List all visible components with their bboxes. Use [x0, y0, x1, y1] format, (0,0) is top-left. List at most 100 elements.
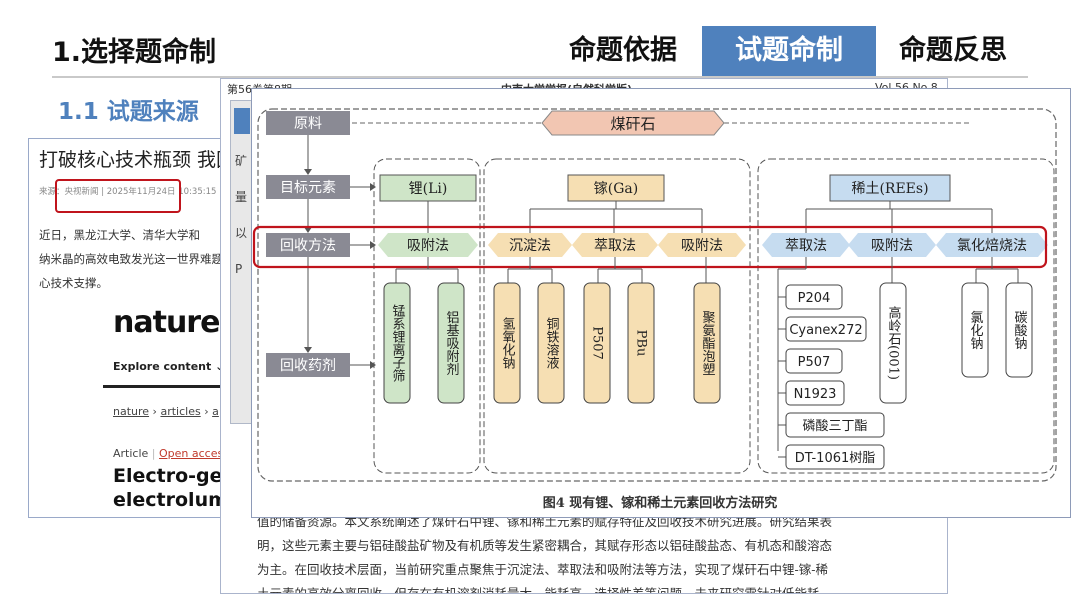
li-group-frame [373, 158, 481, 474]
reagent-text: P507 [798, 355, 831, 370]
reagent-p507-ree: P507 [778, 348, 843, 374]
news-body-line: 心技术支撑。 [39, 276, 108, 290]
reagent-text: PBu [634, 330, 649, 357]
method-row-highlight [252, 225, 1048, 269]
method-ga-extraction: 萃取法 [572, 233, 658, 257]
reagent-pbu: PBu [627, 282, 655, 404]
article-label: Article [113, 447, 149, 460]
method-text: 吸附法 [871, 238, 913, 254]
method-text: 萃取法 [785, 238, 827, 254]
reagent-text: 氯化钠 [968, 311, 984, 351]
breadcrumb-sep: › [152, 405, 157, 418]
reagent-p507-ga: P507 [583, 282, 611, 404]
method-text: 沉淀法 [509, 238, 551, 254]
ga-group-frame [483, 158, 751, 474]
journal-text-line: 土元素的高效分离回收，但存在有机溶剂消耗量大、能耗高、选择性差等问题。未来研究需… [257, 586, 833, 594]
reagent-text: 碳酸钠 [1012, 311, 1028, 351]
breadcrumb-articles[interactable]: articles [160, 405, 201, 418]
article-title-line: Electro-gen [113, 465, 237, 487]
method-ree-adsorption: 吸附法 [848, 233, 936, 257]
reagent-cyanex: Cyanex272 [778, 316, 867, 342]
reagent-text: 磷酸三丁酯 [802, 419, 867, 434]
tab-item-design[interactable]: 试题命制 [702, 26, 876, 76]
reagent-na2co3: 碳酸钠 [1005, 282, 1033, 378]
method-text: 吸附法 [407, 238, 449, 254]
side-mark: 量 [235, 190, 248, 204]
method-text: 吸附法 [681, 238, 723, 254]
method-text: 萃取法 [594, 238, 636, 254]
element-ree: 稀土(REEs) [829, 174, 951, 202]
open-access-link[interactable]: Open access [159, 447, 229, 460]
row-label-reagent: 回收药剂 [266, 353, 350, 377]
method-text: 氯化焙烧法 [957, 238, 1027, 254]
news-screenshot: 打破核心技术瓶颈 我国 来源：央视新闻 | 2025年11月24日 10:35:… [28, 138, 258, 518]
source-highlight-box [55, 179, 181, 213]
reagent-text: 高岭石(001) [886, 305, 902, 380]
method-ga-precipitation: 沉淀法 [488, 233, 572, 257]
row-label-text: 回收方法 [280, 238, 336, 254]
tab-reflection[interactable]: 命题反思 [899, 35, 1007, 66]
news-body: 近日，黑龙江大学、清华大学和 纳米晶的高效电致发光这一世界难题 心技术支撑。 [39, 223, 257, 295]
article-title-line: electrolumi [113, 489, 235, 511]
reagent-text: DT-1061树脂 [795, 451, 876, 466]
reagent-pu-foam: 聚氨酯泡塑 [693, 282, 721, 404]
journal-text-line: 明，这些元素主要与铝硅酸盐矿物及有机质等发生紧密耦合，其赋存形态以铝硅酸盐态、有… [257, 538, 833, 553]
reagent-cufe: 铜铁溶液 [537, 282, 565, 404]
breadcrumb-nature[interactable]: nature [113, 405, 150, 418]
reagent-text: 铜铁溶液 [544, 317, 560, 369]
article-type-line: Article | Open access [113, 447, 229, 460]
row-label-text: 目标元素 [280, 180, 336, 196]
method-ree-chlorination: 氯化焙烧法 [936, 233, 1048, 257]
breadcrumb: nature › articles › a [113, 405, 219, 418]
element-text: 镓(Ga) [594, 181, 638, 197]
element-li: 锂(Li) [379, 174, 477, 202]
breadcrumb-current[interactable]: a [212, 405, 219, 418]
element-ga: 镓(Ga) [567, 174, 665, 202]
journal-text-line: 为主。在回收技术层面，当前研究重点聚焦于沉淀法、萃取法和吸附法等方法，实现了煤矸… [257, 562, 828, 577]
outer-frame [257, 108, 1057, 482]
row-label-raw: 原料 [266, 111, 350, 135]
reagent-text: 氢氧化钠 [500, 317, 516, 370]
recovery-method-diagram: 原料 目标元素 回收方法 回收药剂 煤矸石 锂(Li) 镓(Ga) 稀土(REE… [252, 108, 1057, 511]
figure-caption: 图4 现有锂、镓和稀土元素回收方法研究 [543, 495, 778, 511]
reagent-tbp: 磷酸三丁酯 [778, 412, 885, 438]
raw-material-text: 煤矸石 [610, 115, 655, 133]
section-subtitle: 1.1 试题来源 [58, 99, 199, 125]
news-headline: 打破核心技术瓶颈 我国 [39, 149, 236, 171]
reagent-al-adsorbent: 铝基吸附剂 [437, 282, 465, 404]
breadcrumb-sep: › [204, 405, 209, 418]
reagent-li-sieve: 锰系锂离子筛 [383, 282, 411, 404]
side-mark: 矿 [235, 154, 248, 168]
row-label-element: 目标元素 [266, 175, 350, 199]
reagent-text: P507 [590, 326, 605, 360]
tab-basis[interactable]: 命题依据 [569, 35, 677, 66]
raw-material-box: 煤矸石 [541, 110, 725, 136]
reagent-naoh: 氢氧化钠 [493, 282, 521, 404]
reagent-text: N1923 [794, 387, 837, 402]
ree-group-frame [757, 158, 1055, 474]
news-meta: 来源：央视新闻 | 2025年11月24日 10:35:15 [39, 187, 217, 197]
news-body-line: 近日，黑龙江大学、清华大学和 [39, 228, 200, 242]
reagent-text: 铝基吸附剂 [444, 311, 460, 376]
figure-4: 原料 目标元素 回收方法 回收药剂 煤矸石 锂(Li) 镓(Ga) 稀土(REE… [251, 88, 1071, 518]
nature-logo: nature [113, 305, 220, 340]
reagent-dt1061: DT-1061树脂 [778, 444, 885, 470]
reagent-text: P204 [798, 291, 831, 306]
row-label-text: 回收药剂 [280, 358, 336, 374]
explore-content-menu[interactable]: Explore content ⌄ [113, 360, 225, 373]
reagent-text: 锰系锂离子筛 [390, 304, 406, 383]
page-title: 1.选择题命制 [52, 37, 217, 68]
method-ree-extraction: 萃取法 [762, 233, 850, 257]
row-label-text: 原料 [294, 116, 322, 132]
side-mark: P [235, 262, 243, 276]
nature-rule [103, 385, 257, 388]
side-mark: 以 [235, 226, 248, 240]
blue-marker [234, 108, 250, 134]
reagent-p204: P204 [778, 284, 843, 310]
reagent-text: 聚氨酯泡塑 [700, 311, 716, 376]
reagent-text: Cyanex272 [789, 323, 862, 338]
reagent-kaolinite: 高岭石(001) [879, 282, 907, 404]
row-label-method: 回收方法 [266, 233, 350, 257]
reagent-n1923: N1923 [778, 380, 845, 406]
news-body-line: 纳米晶的高效电致发光这一世界难题 [39, 252, 223, 266]
